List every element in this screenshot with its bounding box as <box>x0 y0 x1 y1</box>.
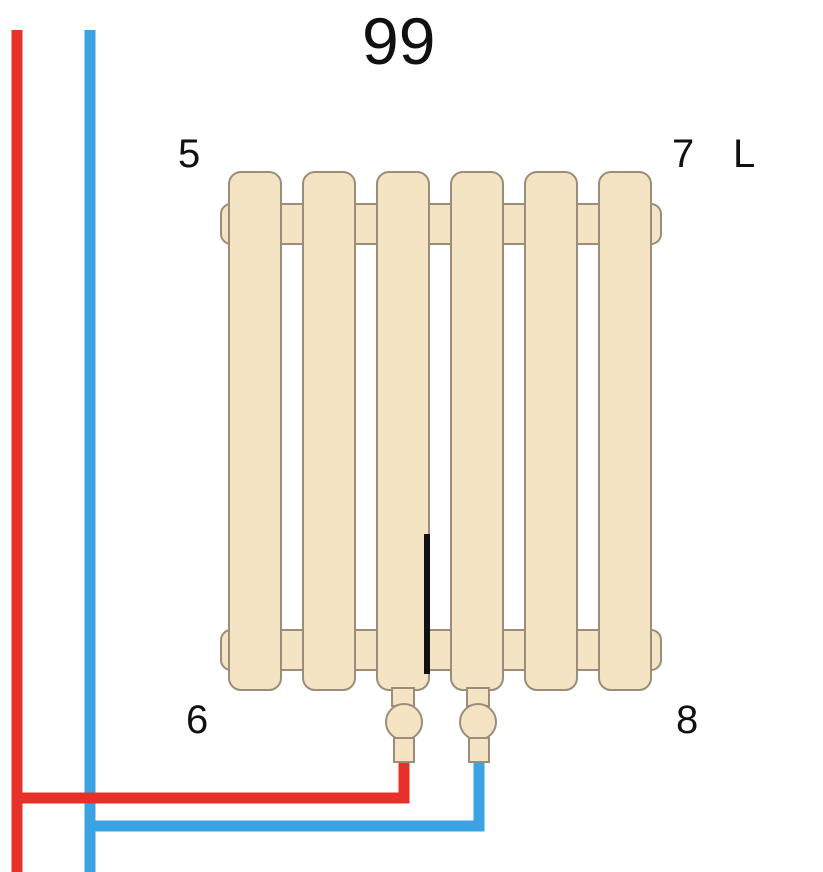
supply-valve <box>385 687 423 763</box>
radiator <box>220 171 662 691</box>
valve-stem <box>393 737 415 763</box>
radiator-column <box>376 171 430 691</box>
return-pipe-branch <box>90 760 485 832</box>
radiator-column <box>524 171 578 691</box>
return-valve <box>459 687 497 763</box>
side-label: L <box>733 132 756 176</box>
diagram-title: 99 <box>362 4 436 78</box>
radiator-column <box>450 171 504 691</box>
radiator-column <box>302 171 356 691</box>
radiator-bottom-header <box>220 629 662 671</box>
connection-label-top-right: 7 <box>672 132 695 176</box>
valve-stem <box>468 737 490 763</box>
valve-body <box>385 703 423 741</box>
connection-label-top-left: 5 <box>178 132 201 176</box>
radiator-top-header <box>220 203 662 245</box>
valve-body <box>459 703 497 741</box>
radiator-column <box>598 171 652 691</box>
supply-pipe-branch <box>17 760 410 804</box>
connection-label-bottom-right: 8 <box>676 698 699 742</box>
connection-label-bottom-left: 6 <box>186 698 209 742</box>
radiator-column <box>228 171 282 691</box>
